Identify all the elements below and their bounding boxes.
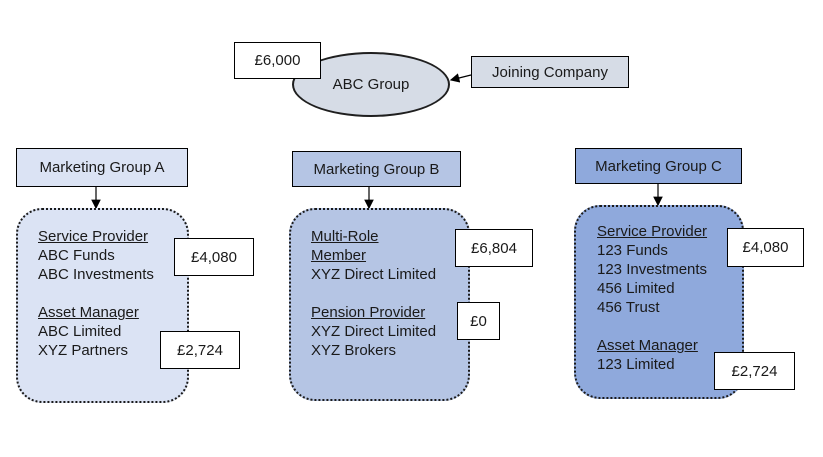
marketing-group-b-label: Marketing Group B [292,151,461,187]
member-item: XYZ Brokers [311,342,397,359]
abc-group-label: ABC Group [332,76,410,93]
marketing-group-c-text: Marketing Group C [595,157,722,175]
amount-value: £0 [470,312,487,330]
marketing-group-b-text: Marketing Group B [313,160,440,178]
member-item: 456 Trust [597,299,660,316]
section-title: Service Provider [38,228,149,245]
section-title: Asset Manager [597,337,698,354]
marketing-group-a-members: Service Provider ABC Funds ABC Investmen… [16,208,189,403]
section-title: Pension Provider [311,304,426,321]
member-item: ABC Limited [38,323,122,340]
marketing-group-a-text: Marketing Group A [39,159,165,176]
marketing-group-c-label: Marketing Group C [575,148,742,184]
member-item: XYZ Direct Limited [311,266,437,283]
joining-company-box: Joining Company [471,56,629,88]
section-title: Member [311,247,367,264]
amount-value: £2,724 [177,341,223,359]
abc-group-amount: £6,000 [234,42,321,79]
group-c-amount-2: £2,724 [714,352,795,390]
amount-value: £4,080 [742,239,789,256]
member-item: 456 Limited [597,280,675,297]
group-b-amount-1: £6,804 [455,229,533,267]
member-item: 123 Investments [597,261,708,278]
group-a-amount-1: £4,080 [174,238,254,276]
member-item: 123 Limited [597,356,675,373]
member-item: XYZ Direct Limited [311,323,437,340]
abc-group-amount-value: £6,000 [254,52,301,69]
joining-company-label: Joining Company [492,63,608,81]
marketing-group-b-members: Multi-Role Member XYZ Direct Limited Pen… [289,208,470,401]
amount-value: £4,080 [191,248,237,266]
marketing-group-a-label: Marketing Group A [16,148,188,187]
amount-value: £6,804 [471,239,517,257]
section-title: Asset Manager [38,304,139,321]
group-c-amount-1: £4,080 [727,228,804,267]
member-item: ABC Investments [38,266,154,283]
member-item: ABC Funds [38,247,115,264]
section-title: Multi-Role [311,228,379,245]
member-item: XYZ Partners [38,342,129,359]
amount-value: £2,724 [731,362,778,380]
member-item: 123 Funds [597,242,668,259]
group-a-amount-2: £2,724 [160,331,240,369]
joining-arrow [449,73,472,83]
group-b-amount-2: £0 [457,302,500,340]
section-title: Service Provider [597,223,708,240]
